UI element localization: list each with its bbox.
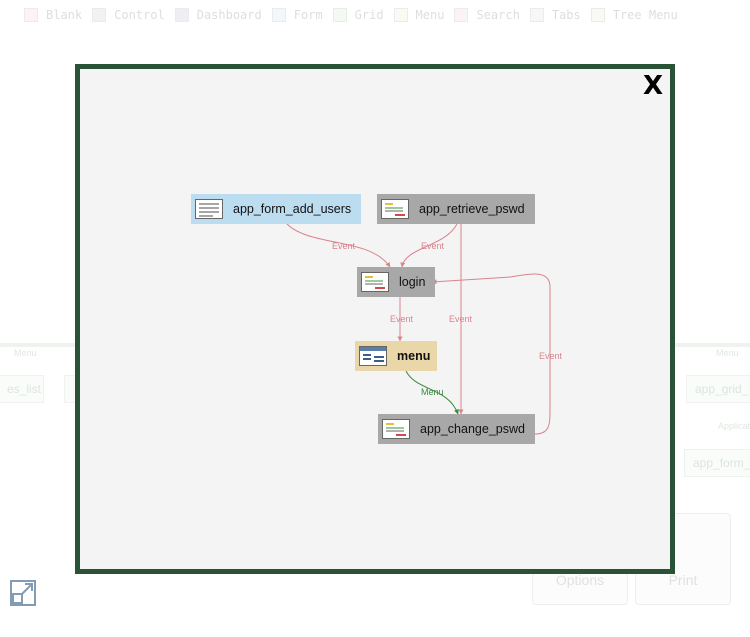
edge-form-to-login: Event xyxy=(286,223,391,268)
legend-label: Menu xyxy=(415,8,445,22)
node-app-change-pswd[interactable]: app_change_pswd xyxy=(378,414,535,444)
edges-layer: Event Event Event Event Event Menu xyxy=(286,223,563,435)
legend: Blank Control Dashboard Form Grid Menu S… xyxy=(24,8,678,22)
node-label: login xyxy=(399,275,426,289)
background-menu-tag: Menu xyxy=(716,348,739,358)
background-node[interactable]: es_list xyxy=(0,375,44,403)
node-label: app_change_pswd xyxy=(420,422,525,436)
node-login[interactable]: login xyxy=(357,267,435,297)
menu-icon xyxy=(359,346,387,366)
legend-swatch xyxy=(393,8,408,22)
edge-retrieve-to-login: Event xyxy=(400,223,458,268)
legend-item-menu[interactable]: Menu xyxy=(393,8,445,22)
node-app-form-add-users[interactable]: app_form_add_users xyxy=(191,194,361,224)
edge-line xyxy=(431,273,551,435)
legend-label: Tree Menu xyxy=(612,8,678,22)
legend-label: Grid xyxy=(354,8,384,22)
control-icon xyxy=(381,199,409,219)
edge-retrieve-to-change: Event xyxy=(449,224,473,415)
edge-change-to-login: Event xyxy=(431,273,563,435)
legend-label: Tabs xyxy=(551,8,581,22)
edge-label: Event xyxy=(390,314,414,324)
close-button[interactable]: X xyxy=(642,71,663,101)
edge-menu-to-change: Menu xyxy=(405,370,459,415)
background-band xyxy=(0,343,75,347)
edge-label: Menu xyxy=(421,387,444,397)
form-icon xyxy=(195,199,223,219)
background-menu-tag: Menu xyxy=(14,348,37,358)
background-application-tag: Application xyxy=(718,421,750,431)
legend-swatch xyxy=(174,8,189,22)
control-icon xyxy=(382,419,410,439)
legend-item-tree-menu[interactable]: Tree Menu xyxy=(590,8,678,22)
edge-label: Event xyxy=(449,314,473,324)
node-label: app_form_add_users xyxy=(233,202,352,216)
node-app-retrieve-pswd[interactable]: app_retrieve_pswd xyxy=(377,194,535,224)
legend-item-grid[interactable]: Grid xyxy=(332,8,384,22)
legend-swatch xyxy=(454,8,469,22)
edge-line xyxy=(405,370,459,415)
legend-item-dashboard[interactable]: Dashboard xyxy=(174,8,262,22)
legend-item-form[interactable]: Form xyxy=(271,8,323,22)
edge-label: Event xyxy=(332,241,356,251)
legend-swatch xyxy=(529,8,544,22)
edge-label: Event xyxy=(539,351,563,361)
control-icon xyxy=(361,272,389,292)
legend-swatch xyxy=(92,8,107,22)
node-label: app_retrieve_pswd xyxy=(419,202,525,216)
background-band xyxy=(675,343,750,347)
edge-label: Event xyxy=(421,241,445,251)
edge-line xyxy=(286,223,391,268)
edge-login-to-menu: Event xyxy=(390,297,414,342)
legend-item-control[interactable]: Control xyxy=(92,8,165,22)
legend-item-tabs[interactable]: Tabs xyxy=(529,8,581,22)
legend-label: Search xyxy=(476,8,520,22)
legend-label: Form xyxy=(293,8,323,22)
legend-label: Blank xyxy=(46,8,83,22)
node-label: menu xyxy=(397,349,431,363)
legend-swatch xyxy=(271,8,286,22)
edge-line xyxy=(400,223,458,268)
legend-item-blank[interactable]: Blank xyxy=(24,8,82,22)
legend-swatch xyxy=(332,8,347,22)
legend-swatch xyxy=(24,8,38,22)
legend-swatch xyxy=(590,8,605,22)
background-node[interactable]: app_form_ xyxy=(684,449,750,477)
expand-icon[interactable] xyxy=(10,580,36,606)
legend-label: Control xyxy=(114,8,165,22)
node-menu[interactable]: menu xyxy=(355,341,437,371)
legend-item-search[interactable]: Search xyxy=(454,8,520,22)
diagram-modal: X Event Event Event Event Event Menu xyxy=(75,64,675,574)
legend-label: Dashboard xyxy=(196,8,262,22)
background-node[interactable]: app_grid_ xyxy=(686,375,750,403)
